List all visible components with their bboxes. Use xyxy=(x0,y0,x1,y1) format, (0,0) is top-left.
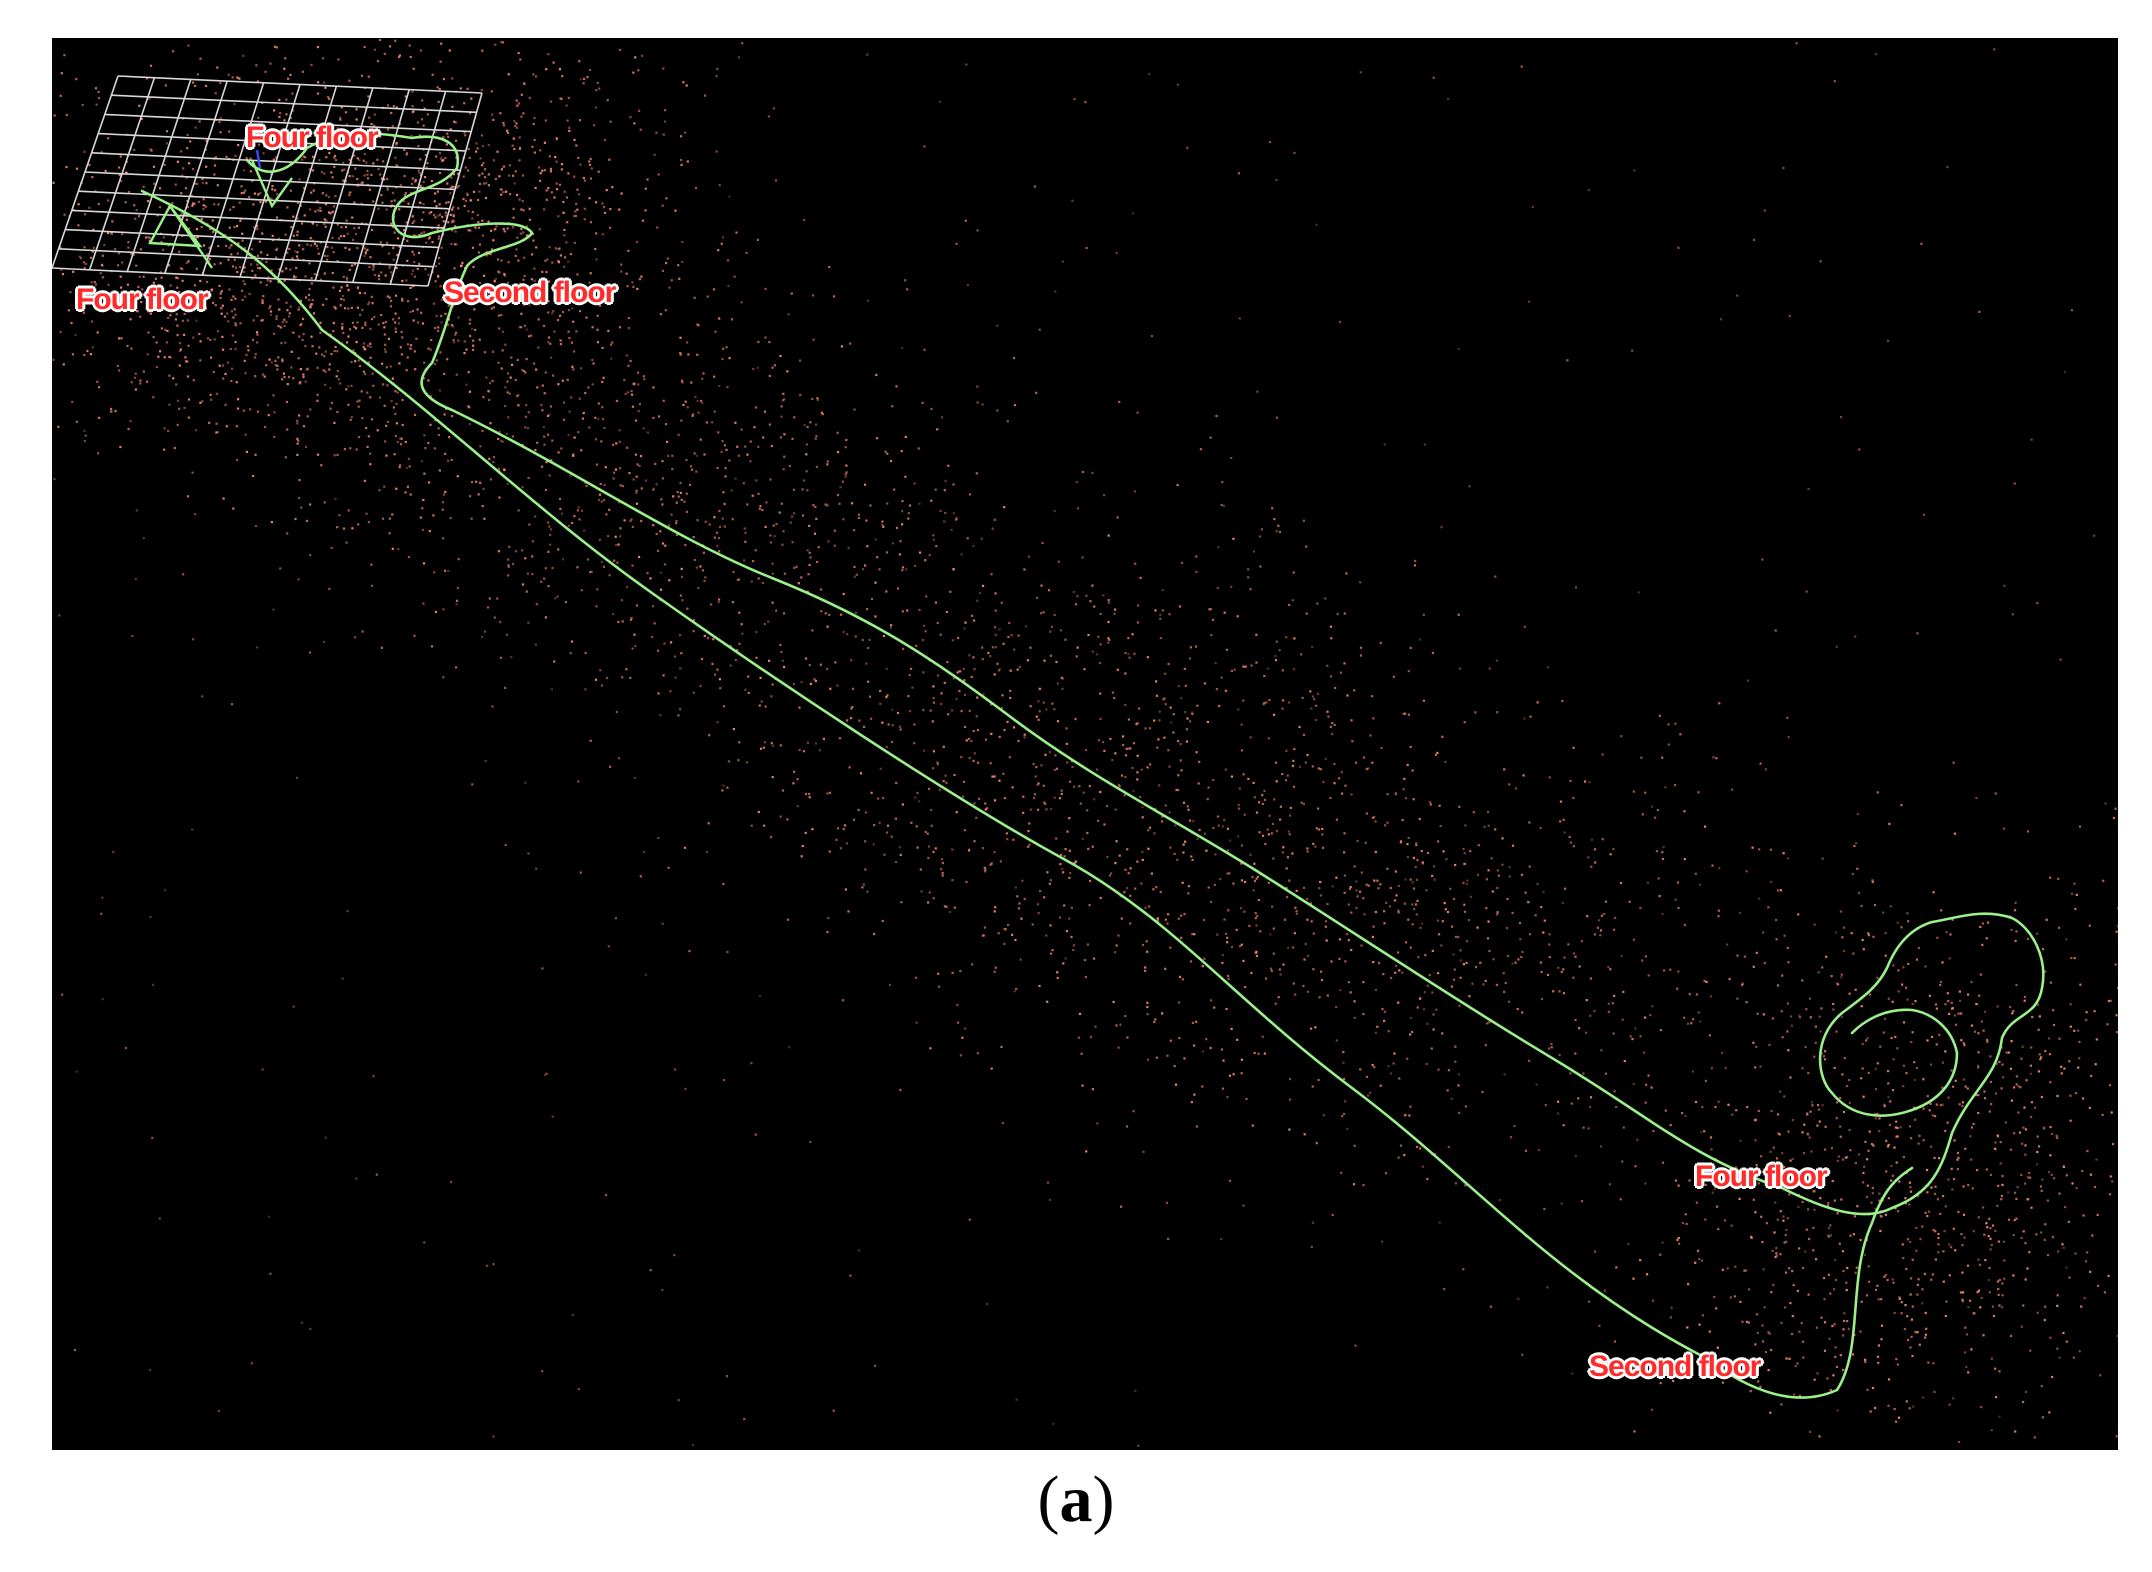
caption-letter: a xyxy=(1059,1463,1093,1536)
floor-label-four-right: Four floor xyxy=(1695,1160,1828,1193)
caption-open-paren: ( xyxy=(1037,1463,1060,1536)
point-cloud-scene xyxy=(52,38,2118,1447)
point-cloud xyxy=(52,38,2118,1447)
point-cloud-viewport[interactable]: Four floor Four floor Second floor Four … xyxy=(52,38,2118,1450)
camera-markers xyxy=(148,149,293,269)
floor-label-second-bottom: Second floor xyxy=(1589,1350,1761,1383)
figure-caption: (a) xyxy=(0,1462,2152,1538)
floor-label-four-left: Four floor xyxy=(76,283,209,316)
trajectory-path-return xyxy=(245,132,2045,1216)
trajectory-path xyxy=(140,189,1914,1399)
reference-grid xyxy=(52,75,483,287)
floor-label-second-top: Second floor xyxy=(444,276,616,309)
floor-label-four-top: Four floor xyxy=(246,121,379,154)
caption-close-paren: ) xyxy=(1092,1463,1115,1536)
